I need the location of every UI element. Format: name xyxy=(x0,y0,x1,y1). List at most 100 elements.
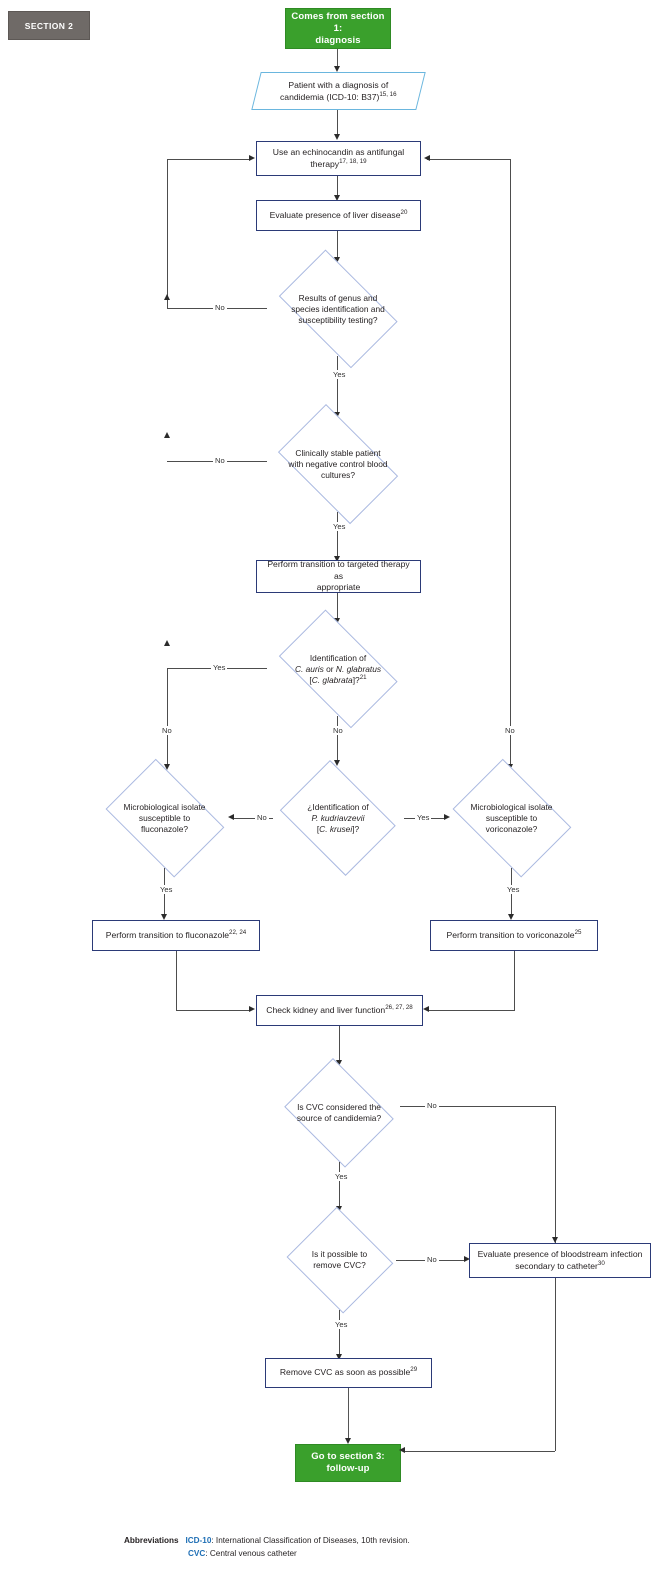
node-decision-results-line2: species identification and xyxy=(291,303,385,314)
arrowhead-vori-yes xyxy=(508,914,514,920)
node-decision-krusei-species1: P. kudriavzevii xyxy=(311,812,365,823)
edge-voriconazole-to-kidney xyxy=(428,1010,515,1011)
node-decision-flu-text: Microbiological isolate susceptible to f… xyxy=(96,802,233,835)
node-evaluate-liver-label: Evaluate presence of liver disease xyxy=(269,209,401,220)
node-decision-cvc-source[interactable]: Is CVC considered the source of candidem… xyxy=(278,1058,400,1168)
node-echinocandin-text: Use an echinocandin as antifungal therap… xyxy=(273,147,404,170)
node-decision-clinically-stable[interactable]: Clinically stable patient with negative … xyxy=(266,404,410,524)
arrowhead-no-branch-into-end xyxy=(399,1447,405,1453)
node-decision-auris-species3: C. glabrata xyxy=(311,674,353,685)
node-decision-results-line3: susceptibility testing? xyxy=(298,314,378,325)
node-decision-stable-line2: with negative control blood xyxy=(288,458,388,469)
edge-right-trunk-down xyxy=(510,159,511,768)
node-evaluate-liver-text: Evaluate presence of liver disease20 xyxy=(269,208,408,222)
node-remove-cvc-box-text: Remove CVC as soon as possible29 xyxy=(280,1367,417,1379)
node-evaluate-liver-sup: 20 xyxy=(400,208,408,216)
edge-fluconazole-down xyxy=(176,951,177,1010)
node-decision-fluconazole-susceptible[interactable]: Microbiological isolate susceptible to f… xyxy=(96,758,233,878)
edge-kidney-to-cvc-source xyxy=(339,1026,340,1063)
node-decision-auris-species1: C. auris xyxy=(294,663,324,674)
arrowhead-echinocandin-to-liver xyxy=(334,195,340,201)
arrowhead-krusei-no xyxy=(228,814,234,820)
edge-cvc-source-no-horizontal xyxy=(400,1106,555,1107)
node-decision-auris-or: or xyxy=(323,663,336,674)
edge-label-krusei-yes: Yes xyxy=(415,813,432,822)
node-echinocandin-line2: therapy xyxy=(310,158,340,169)
arrowhead-voriconazole-to-kidney xyxy=(423,1006,429,1012)
edge-label-right-trunk-no: No xyxy=(503,726,517,735)
arrowhead-patient-to-echinocandin xyxy=(334,134,340,140)
node-decision-krusei-species2: C. krusei xyxy=(319,823,353,834)
node-decision-flu-line1: Microbiological isolate xyxy=(123,801,206,812)
arrowhead-stable-no xyxy=(164,432,170,438)
node-start-terminator[interactable]: Comes from section 1: diagnosis xyxy=(285,8,391,49)
abbreviations-row-2: CVC: Central venous catheter xyxy=(124,1547,644,1560)
node-decision-vori-line1: Microbiological isolate xyxy=(470,801,553,812)
edge-echinocandin-to-liver xyxy=(337,176,338,198)
node-transition-voriconazole[interactable]: Perform transition to voriconazole25 xyxy=(430,920,598,951)
node-transition-fluconazole[interactable]: Perform transition to fluconazole22, 24 xyxy=(92,920,260,951)
node-decision-vori-line2: susceptible to xyxy=(485,812,538,823)
node-patient-line1: Patient with a diagnosis of xyxy=(288,80,389,90)
arrowhead-start-to-patient xyxy=(334,66,340,72)
arrowhead-into-echinocandin-left xyxy=(249,155,255,161)
node-remove-cvc-sup: 29 xyxy=(410,1366,418,1374)
arrowhead-auris-yes xyxy=(164,640,170,646)
node-decision-stable-line3: cultures? xyxy=(321,469,355,480)
abbreviations-row-1: Abbreviations ICD-10: International Clas… xyxy=(124,1534,644,1547)
arrowhead-remove-cvc-yes xyxy=(336,1354,342,1360)
node-transition-fluconazole-sup: 22, 24 xyxy=(229,928,247,936)
node-decision-auris-glabratus[interactable]: Identification of C. auris or N. glabrat… xyxy=(266,609,410,729)
edge-remove-cvc-to-end xyxy=(348,1388,350,1442)
node-transition-voriconazole-label: Perform transition to voriconazole xyxy=(446,929,575,940)
node-transition-fluconazole-text: Perform transition to fluconazole22, 24 xyxy=(106,928,247,942)
node-remove-cvc[interactable]: Remove CVC as soon as possible29 xyxy=(265,1358,432,1388)
node-decision-results-identification[interactable]: Results of genus and species identificat… xyxy=(266,249,410,369)
node-decision-flu-line3: fluconazole? xyxy=(140,823,189,834)
node-check-kidney-liver[interactable]: Check kidney and liver function26, 27, 2… xyxy=(256,995,423,1026)
node-targeted-therapy[interactable]: Perform transition to targeted therapy a… xyxy=(256,559,421,593)
node-decision-kudriavzevii[interactable]: ¿Identification of P. kudriavzevii [C. k… xyxy=(272,760,404,876)
node-decision-stable-text: Clinically stable patient with negative … xyxy=(266,448,410,481)
node-end-line1: Go to section 3: xyxy=(311,1451,385,1462)
node-patient-io[interactable]: Patient with a diagnosis of candidemia (… xyxy=(251,72,426,110)
edge-liver-to-results xyxy=(337,231,338,260)
node-start-line2: diagnosis xyxy=(315,34,361,46)
node-evaluate-liver[interactable]: Evaluate presence of liver disease20 xyxy=(256,200,421,231)
edge-remove-cvc-yes xyxy=(339,1310,340,1358)
node-decision-vori-text: Microbiological isolate susceptible to v… xyxy=(443,802,580,835)
node-bloodstream-line1: Evaluate presence of bloodstream infecti… xyxy=(477,1249,643,1259)
edge-auris-no-down xyxy=(337,716,338,764)
edge-no-branch-into-end xyxy=(405,1451,555,1452)
edge-cvc-source-yes xyxy=(339,1162,340,1210)
arrowhead-liver-to-results xyxy=(334,257,340,263)
node-check-kidney-label: Check kidney and liver function xyxy=(266,1004,386,1015)
abbreviation-value-cvc: : Central venous catheter xyxy=(205,1549,297,1558)
node-evaluate-bloodstream-infection[interactable]: Evaluate presence of bloodstream infecti… xyxy=(469,1243,651,1278)
edge-voriconazole-down xyxy=(514,951,515,1010)
node-decision-auris-bracket-open: [ xyxy=(309,674,312,685)
section-tag: SECTION 2 xyxy=(8,11,90,40)
edge-label-remove-cvc-no: No xyxy=(425,1255,439,1264)
edge-label-left-trunk-no: No xyxy=(160,726,174,735)
edge-label-stable-no: No xyxy=(213,456,227,465)
node-end-terminator[interactable]: Go to section 3: follow-up xyxy=(295,1444,401,1482)
node-decision-krusei-line1: ¿Identification of xyxy=(307,801,369,812)
node-transition-voriconazole-text: Perform transition to voriconazole25 xyxy=(446,929,582,942)
node-echinocandin[interactable]: Use an echinocandin as antifungal therap… xyxy=(256,141,421,176)
edge-label-auris-yes: Yes xyxy=(211,663,228,672)
node-decision-voriconazole-susceptible[interactable]: Microbiological isolate susceptible to v… xyxy=(443,758,580,878)
node-decision-remove-cvc[interactable]: Is it possible to remove CVC? xyxy=(283,1206,396,1314)
node-decision-results-line1: Results of genus and xyxy=(298,292,378,303)
node-patient-line2: candidemia (ICD-10: B37) xyxy=(280,92,380,102)
abbreviation-key-cvc: CVC xyxy=(188,1549,206,1558)
arrowhead-stable-yes xyxy=(334,556,340,562)
node-decision-remove-cvc-line1: Is it possible to xyxy=(311,1249,368,1259)
node-decision-remove-cvc-line2: remove CVC? xyxy=(313,1260,366,1270)
node-decision-krusei-bracket-close: ]? xyxy=(352,823,360,834)
node-decision-stable-line1: Clinically stable patient xyxy=(295,447,381,458)
node-decision-remove-cvc-text: Is it possible to remove CVC? xyxy=(283,1249,396,1271)
arrowhead-flu-yes xyxy=(161,914,167,920)
edge-results-no-vertical xyxy=(167,159,168,309)
